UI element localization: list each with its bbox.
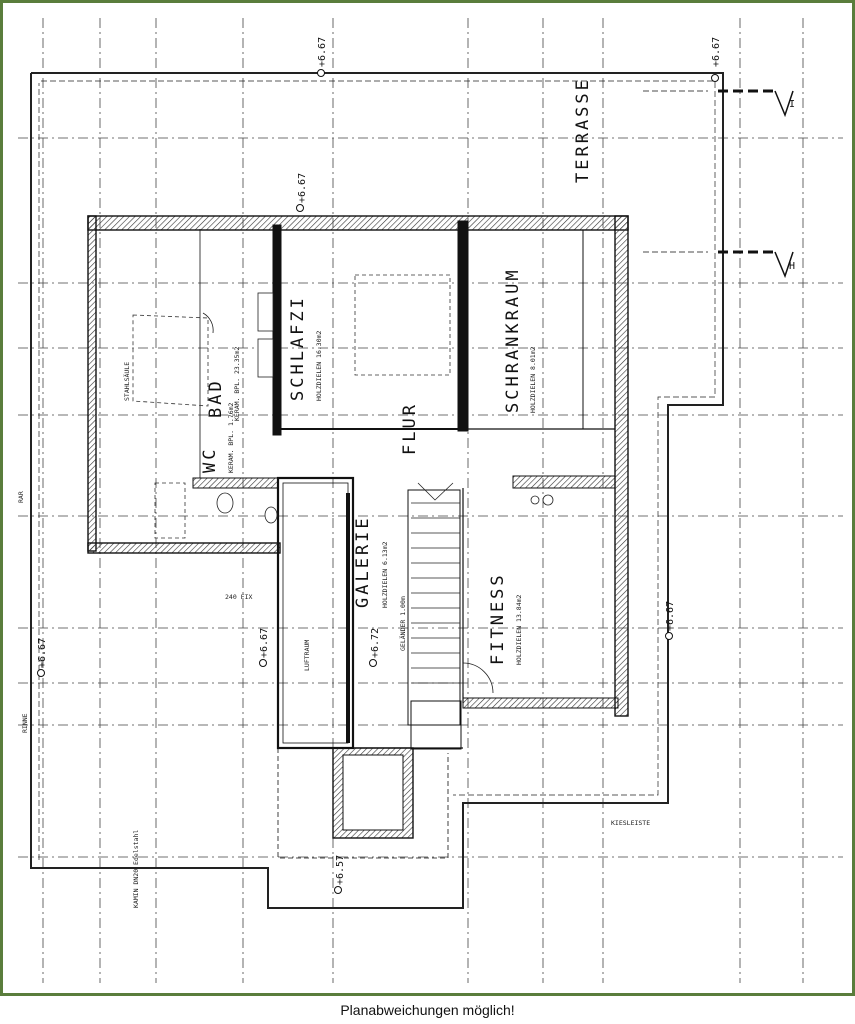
level-marker-2: +6.67 <box>297 173 308 203</box>
section-mark-h-label: H <box>789 261 795 272</box>
door-swings <box>202 312 494 694</box>
room-note-schlafzi: HOLZDIELEN 16.30m2 <box>315 330 323 401</box>
level-marker-8: +6.57 <box>335 855 346 885</box>
terrace-outline <box>30 72 724 909</box>
room-label-galerie: GALERIE <box>353 515 373 608</box>
room-label-terrasse: TERRASSE <box>573 77 593 183</box>
floor-plan-frame: I H +6.67 +6.67 +6.67 +6.67 +6.67 +6.67 … <box>0 0 855 996</box>
room-note-schrankraum: HOLZDIELEN 8.01m2 <box>529 346 537 413</box>
annotation-stahlsaeule: STAHLSÄULE <box>122 362 131 401</box>
room-note-fitness: HOLZDIELEN 13.84m2 <box>515 594 523 665</box>
room-label-wc: WC <box>200 447 220 473</box>
annotation-kamin: KAMIN DN20 Edelstahl <box>132 830 140 908</box>
annotation-kiesleiste: KIESLEISTE <box>611 819 650 827</box>
section-mark-i-label: I <box>789 99 795 110</box>
level-marker-3: +6.67 <box>711 37 722 67</box>
floor-plan-drawing: I H +6.67 +6.67 +6.67 +6.67 +6.67 +6.67 … <box>17 18 843 983</box>
stair-treads <box>411 482 460 684</box>
axis-lines <box>18 18 843 983</box>
level-marker-4: +6.67 <box>665 601 676 631</box>
room-note-luftraum: LUFTRAUM <box>303 640 311 671</box>
level-marker-1: +6.67 <box>317 37 328 67</box>
annotation-fix: 240 FIX <box>225 593 252 601</box>
sanitary-fixtures <box>216 292 554 524</box>
section-mark-i <box>643 89 794 118</box>
level-marker-5: +6.67 <box>259 628 270 658</box>
level-marker-7: +6.72 <box>370 628 381 658</box>
room-note-bad: KERAM. BPL. 23.35m2 <box>233 347 241 421</box>
dashed-outlines <box>132 274 451 539</box>
section-mark-h <box>643 250 794 279</box>
level-marker-6: +6.67 <box>37 638 48 668</box>
level-marker-symbols <box>37 69 719 894</box>
room-label-fitness: FITNESS <box>488 572 508 665</box>
building-walls <box>87 215 629 859</box>
annotation-rar: RAR <box>17 491 25 503</box>
room-label-flur: FLUR <box>400 402 420 455</box>
annotation-rinne: RINNE <box>21 713 29 733</box>
room-label-schlafzi: SCHLAFZI <box>288 295 308 401</box>
room-label-bad: BAD <box>206 378 226 418</box>
plan-caption: Planabweichungen möglich! <box>340 1002 515 1018</box>
room-note-wc: KERAM. BPL. 1.76m2 <box>227 402 235 473</box>
annotation-gelaender: GELÄNDER 1.00m <box>398 596 407 651</box>
room-label-schrankraum: SCHRANKRAUM <box>503 267 523 413</box>
room-note-galerie: HOLZDIELEN 6.13m2 <box>381 541 389 608</box>
